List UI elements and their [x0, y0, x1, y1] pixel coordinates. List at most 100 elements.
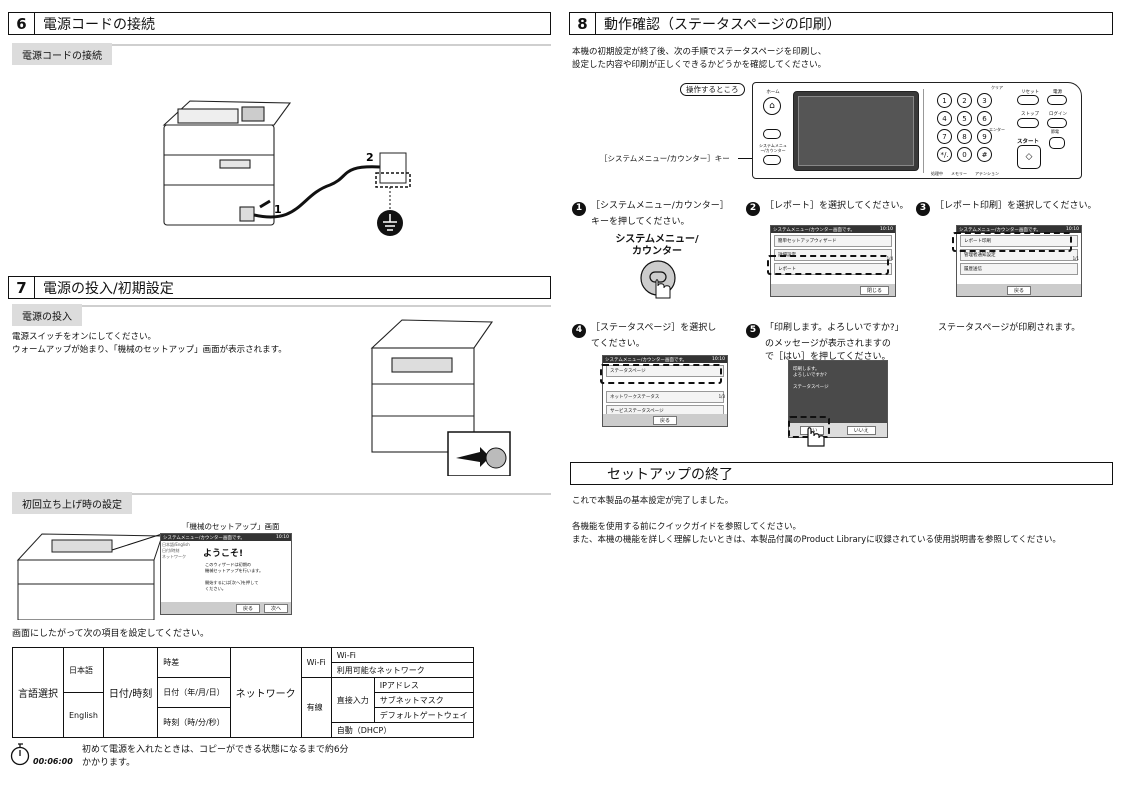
- timer-value: 00:06:00: [33, 757, 73, 766]
- subheading-label: 電源の投入: [12, 304, 82, 326]
- section-6-header: 6 電源コードの接続: [8, 12, 551, 35]
- menu-row[interactable]: 簡単セットアップウィザード: [774, 235, 892, 247]
- back-button[interactable]: 戻る: [652, 415, 677, 425]
- section-number: 7: [9, 277, 35, 298]
- login-key[interactable]: [1047, 118, 1067, 128]
- status-key[interactable]: [763, 129, 781, 139]
- energy-key[interactable]: [1049, 137, 1065, 149]
- setup-wizard-screen: システムメニュー/カウンター画面です。10:10 日本語/English 日付/…: [160, 533, 292, 615]
- close-button[interactable]: 閉じる: [859, 285, 889, 295]
- processing-lamp: 処理中: [931, 171, 943, 176]
- setup-end-header: セットアップの終了: [570, 462, 1113, 485]
- section-title: 電源の投入/初期設定: [43, 280, 174, 297]
- highlight-report-print: [952, 232, 1072, 252]
- keypad-key[interactable]: 6: [977, 111, 992, 126]
- table-cell: 日付（年/月/日）: [157, 677, 231, 708]
- next-button[interactable]: 次へ: [263, 603, 288, 613]
- login-label: ログイン: [1049, 112, 1067, 117]
- back-button[interactable]: 戻る: [235, 603, 260, 613]
- keypad-key[interactable]: 1: [937, 93, 952, 108]
- power-cord-illustration: 1 2: [162, 100, 411, 236]
- table-cell: IPアドレス: [373, 677, 474, 693]
- menu-row[interactable]: 管理者通知設定: [960, 249, 1078, 261]
- step-badge: 4: [572, 323, 586, 338]
- keypad-key[interactable]: 2: [957, 93, 972, 108]
- table-cell: 言語選択: [12, 647, 64, 738]
- keypad-key[interactable]: 7: [937, 129, 952, 144]
- step-2: 2［レポート］を選択してください。: [746, 200, 908, 216]
- table-cell: デフォルトゲートウェイ: [373, 707, 474, 723]
- section-title: 動作確認（ステータスページの印刷）: [604, 16, 841, 33]
- touch-panel[interactable]: [793, 91, 919, 171]
- operation-location-label: 操作するところ: [680, 83, 745, 96]
- step-badge: 5: [746, 323, 760, 338]
- printer-panel-illustration: [16, 533, 162, 620]
- confirm-message: 印刷します。: [793, 367, 820, 372]
- table-cell: 有線: [300, 677, 332, 738]
- table-cell: 利用可能なネットワーク: [330, 662, 474, 678]
- highlight-report: [767, 255, 889, 275]
- reset-key[interactable]: [1017, 95, 1039, 105]
- menu-row[interactable]: レポート印刷: [960, 235, 1078, 247]
- step-badge: 2: [746, 201, 760, 216]
- start-key[interactable]: ◇: [1017, 145, 1041, 169]
- end-text-2: 各機能を使用する前にクイックガイドを参照してください。: [572, 522, 801, 532]
- keypad-key[interactable]: #: [977, 147, 992, 162]
- stop-key[interactable]: [1017, 118, 1039, 128]
- warmup-note-1: 初めて電源を入れたときは、コピーができる状態になるまで約6分: [82, 745, 349, 755]
- subheading-label: 電源コードの接続: [12, 43, 112, 65]
- table-cell: 時刻（時/分/秒）: [157, 707, 231, 738]
- step-3: 3［レポート印刷］を選択してください。: [916, 200, 1096, 216]
- subheading: 電源コードの接続: [12, 43, 551, 65]
- step-1: 1［システムメニュー/カウンター］ キーを押してください。: [572, 200, 729, 229]
- subheading: 電源の投入: [12, 304, 551, 326]
- menu-row[interactable]: ネットワークステータス: [606, 391, 724, 403]
- wizard-step: ネットワーク: [162, 554, 186, 559]
- screen-caption: 「機械のセットアップ」画面: [182, 522, 280, 531]
- table-cell: ネットワーク: [229, 647, 302, 738]
- step-badge: 3: [916, 201, 930, 216]
- warmup-note-2: かかります。: [82, 758, 136, 768]
- keypad-key[interactable]: 0: [957, 147, 972, 162]
- menu-row[interactable]: 履歴送信: [960, 263, 1078, 275]
- step-badge: 1: [572, 201, 586, 216]
- table-cell: サブネットマスク: [373, 692, 474, 708]
- s8-intro-2: 設定した内容や印刷が正しくできるかどうかを確認してください。: [572, 60, 827, 70]
- timer-icon: [10, 743, 30, 766]
- settings-table: 言語選択 日本語 日付/時刻 時差 ネットワーク Wi-Fi Wi-Fi 利用可…: [12, 647, 474, 738]
- keypad-key[interactable]: 8: [957, 129, 972, 144]
- keypad-key[interactable]: 3: [977, 93, 992, 108]
- power-on-text-2: ウォームアップが始まり、「機械のセットアップ」画面が表示されます。: [12, 345, 287, 355]
- wizard-step: 日付/時刻: [162, 548, 180, 553]
- section-7-header: 7 電源の投入/初期設定: [8, 276, 551, 299]
- home-key-label: ホーム: [766, 90, 780, 95]
- back-button[interactable]: 戻る: [1006, 285, 1031, 295]
- power-on-text-1: 電源スイッチをオンにしてください。: [12, 332, 156, 342]
- keypad-key[interactable]: 4: [937, 111, 952, 126]
- sysmenu-key[interactable]: [763, 155, 781, 165]
- subheading-label: 初回立ち上げ時の設定: [12, 492, 132, 514]
- highlight-status-page: [600, 364, 722, 384]
- screen-confirm-print: 印刷します。 よろしいですか? ステータスページ はい いいえ: [788, 360, 888, 438]
- home-key[interactable]: ⌂: [763, 97, 781, 115]
- welcome-title: ようこそ!: [203, 549, 244, 559]
- clear-label: クリア: [991, 85, 1003, 90]
- keypad-key[interactable]: 5: [957, 111, 972, 126]
- wizard-step: 日本語/English: [162, 542, 190, 547]
- start-label: スタート: [1017, 139, 1040, 145]
- hand-pointer-icon: [655, 279, 671, 299]
- attention-lamp: アテンション: [975, 171, 999, 176]
- table-cell: 時差: [157, 647, 231, 678]
- keypad-key[interactable]: */.: [937, 147, 952, 162]
- section-number: 8: [570, 13, 596, 34]
- callout-1: 1: [274, 203, 282, 216]
- page-indicator: 1/1: [1072, 256, 1079, 261]
- keypad-key[interactable]: 9: [977, 129, 992, 144]
- table-cell: 日付/時刻: [102, 647, 159, 738]
- table-cell: 日本語: [63, 647, 104, 693]
- power-key[interactable]: [1047, 95, 1067, 105]
- no-button[interactable]: いいえ: [846, 425, 876, 435]
- screen-status-page: システムメニュー/カウンター画面です。10:10 ステータスページ ネットワーク…: [602, 355, 728, 427]
- sysmenu-key-text: システムメニュー/カウンター: [759, 143, 787, 153]
